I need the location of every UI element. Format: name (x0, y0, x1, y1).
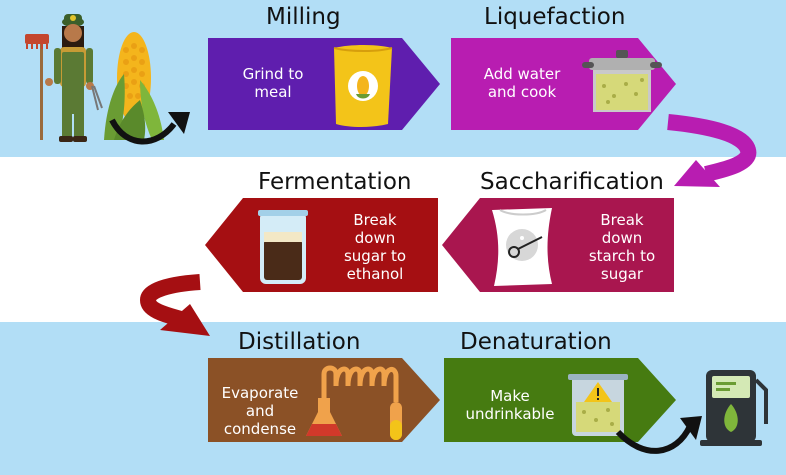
saccharification-description-line: Break (600, 211, 644, 229)
milling-title: Milling (266, 4, 341, 30)
distillation-description: Evaporate and condense (214, 384, 306, 438)
distillation-description-line: Evaporate (221, 384, 299, 402)
fermentation-description-line: sugar to (343, 247, 407, 265)
liquefaction-description-line: Add water (483, 65, 561, 83)
distillation-description-line: condense (223, 420, 297, 438)
fermentation-description: Break down sugar to ethanol (332, 211, 418, 283)
meal-bag-icon (333, 45, 393, 127)
fuel-pump-icon (700, 370, 768, 446)
beaker-icon (258, 210, 308, 284)
saccharification-description-line: starch to (588, 247, 656, 265)
liquefaction-description: Add water and cook (470, 65, 574, 101)
denaturation-description-line: undrinkable (465, 405, 555, 423)
connector-arrowhead-saccharification (674, 160, 720, 187)
saccharification-title: Saccharification (480, 169, 664, 195)
distillation-title: Distillation (238, 329, 361, 355)
denaturation-to-pump-arrowhead (680, 416, 702, 440)
sugar-sack-icon (492, 208, 552, 286)
liquefaction-description-line: and cook (487, 83, 557, 101)
corn-to-milling-arrow (109, 118, 177, 145)
warning-beaker-icon (568, 374, 628, 436)
fermentation-description-line: down (354, 229, 396, 247)
fermentation-title: Fermentation (258, 169, 412, 195)
distillation-apparatus-icon (306, 365, 402, 440)
milling-description-line: Grind to (242, 65, 304, 83)
milling-description-line: meal (254, 83, 292, 101)
connector-arrowhead-distillation (160, 304, 210, 336)
distillation-description-line: and (245, 402, 275, 420)
corn-to-milling-arrowhead (168, 112, 190, 134)
farmer-icon (25, 14, 103, 142)
saccharification-description-line: sugar (600, 265, 644, 283)
milling-description: Grind to meal (232, 65, 314, 101)
fermentation-description-line: Break (353, 211, 397, 229)
denaturation-description-line: Make (490, 387, 530, 405)
corn-icon (104, 32, 164, 140)
saccharification-description: Break down starch to sugar (576, 211, 668, 283)
saccharification-description-line: down (601, 229, 643, 247)
liquefaction-title: Liquefaction (484, 4, 626, 30)
connector-arrow-liquefaction-saccharification (667, 114, 757, 182)
denaturation-title: Denaturation (460, 329, 612, 355)
denaturation-description: Make undrinkable (456, 387, 564, 423)
denaturation-to-pump-arrow (615, 424, 693, 454)
fermentation-description-line: ethanol (346, 265, 404, 283)
connector-arrow-fermentation-distillation (139, 274, 201, 328)
cooking-pot-icon (582, 50, 662, 112)
